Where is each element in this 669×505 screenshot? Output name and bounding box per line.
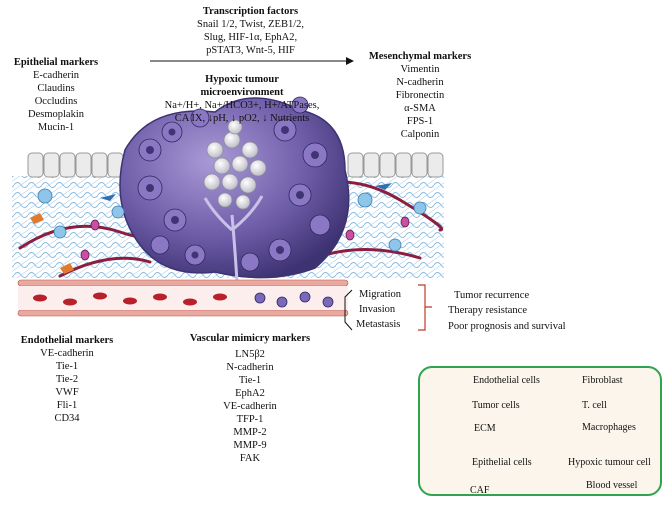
legend-label-hypoxic-tumour-cell: Hypoxic tumour cell xyxy=(568,457,651,468)
transcription-factors-title: Transcription factors xyxy=(202,6,299,17)
processes-left-bracket xyxy=(344,289,353,331)
vascular-mimicry-marker: MMP-9 xyxy=(233,440,267,451)
legend-label-fibroblast: Fibroblast xyxy=(582,375,623,386)
transcription-factors-line: Slug, HIF-1α, EphA2, xyxy=(203,32,298,43)
epithelial-marker: Occludins xyxy=(34,96,78,107)
endothelial-marker: Fli-1 xyxy=(56,400,78,411)
outcomes-bracket xyxy=(418,284,432,331)
legend-label-epithelial-cells: Epithelial cells xyxy=(472,457,532,468)
endothelial-marker: Tie-1 xyxy=(55,361,79,372)
transcription-factors-line: Snail 1/2, Twist, ZEB1/2, xyxy=(197,19,304,30)
hypoxic-title-line2: microenvironment xyxy=(200,87,284,98)
mesenchymal-marker: α-SMA xyxy=(404,103,436,114)
outcome-item: Tumor recurrence xyxy=(454,290,530,301)
endothelial-marker: VE-cadherin xyxy=(40,348,94,359)
hypoxic-microenvironment-block: Hypoxic tumour microenvironment Na+/H+, … xyxy=(142,73,342,125)
process-item: Invasion xyxy=(359,304,396,315)
ecm-cells xyxy=(30,183,427,274)
transcription-factors-line: pSTAT3, Wnt-5, HIF xyxy=(206,45,295,56)
legend-label-ecm: ECM xyxy=(474,423,496,434)
endothelial-marker: CD34 xyxy=(54,413,80,424)
emt-arrow-head xyxy=(346,57,354,65)
mesenchymal-marker: FPS-1 xyxy=(406,116,434,127)
process-item: Metastasis xyxy=(356,319,401,330)
epithelial-marker: E-cadherin xyxy=(32,70,80,81)
endothelial-marker: Tie-2 xyxy=(55,374,79,385)
processes-block: Migration Invasion Metastasis xyxy=(356,288,401,331)
endothelial-marker: VWF xyxy=(55,387,79,398)
mesenchymal-markers-block: Mesenchymal markers Vimentin N-cadherin … xyxy=(362,50,478,141)
vascular-mimicry-markers-title: Vascular mimicry markers xyxy=(189,333,311,344)
process-item: Migration xyxy=(359,289,401,300)
legend-label-blood-vessel: Blood vessel xyxy=(586,480,638,491)
legend-box xyxy=(418,366,662,496)
mesenchymal-marker: Calponin xyxy=(400,129,440,140)
epithelial-marker: Mucin-1 xyxy=(37,122,75,133)
hypoxic-detail-line: CA IX, ↓pH, ↓ pO2, ↓ Nutrients xyxy=(174,113,310,124)
legend-label-macrophages: Macrophages xyxy=(582,422,636,433)
epithelial-marker: Claudins xyxy=(37,83,75,94)
outcome-item: Therapy resistance xyxy=(448,305,528,316)
vascular-mimicry-marker: EphA2 xyxy=(235,388,265,399)
mesenchymal-marker: Fibronectin xyxy=(395,90,445,101)
legend-label-tcell: T. cell xyxy=(582,400,607,411)
hypoxic-title-line1: Hypoxic tumour xyxy=(205,74,279,85)
vascular-mimicry-marker: Tie-1 xyxy=(238,375,262,386)
endothelial-markers-block: Endothelial markers VE-cadherin Tie-1 Ti… xyxy=(12,334,122,425)
endothelial-markers-title: Endothelial markers xyxy=(20,335,114,346)
epithelial-cells-right xyxy=(347,152,444,178)
vascular-mimicry-marker: VE-cadherin xyxy=(223,401,277,412)
epithelial-markers-title: Epithelial markers xyxy=(13,57,99,68)
outcomes-block: Tumor recurrence Therapy resistance Poor… xyxy=(448,289,566,333)
vascular-mimicry-marker: FAK xyxy=(239,453,261,464)
epithelial-marker: Desmoplakin xyxy=(28,109,84,120)
epithelial-cell-row xyxy=(27,152,444,178)
vascular-mimicry-marker: N-cadherin xyxy=(226,362,274,373)
mesenchymal-marker: N-cadherin xyxy=(396,77,444,88)
legend-label-caf: CAF xyxy=(470,485,490,496)
mesenchymal-markers-title: Mesenchymal markers xyxy=(368,51,472,62)
vascular-mimicry-markers-block: Vascular mimicry markers LN5β2 N-cadheri… xyxy=(170,332,330,465)
epithelial-markers-block: Epithelial markers E-cadherin Claudins O… xyxy=(0,56,112,134)
endothelial-vessel xyxy=(17,279,349,317)
hypoxic-core xyxy=(203,119,267,210)
mesenchymal-marker: Vimentin xyxy=(400,64,440,75)
transcription-factors-block: Transcription factors Snail 1/2, Twist, … xyxy=(158,5,343,57)
vascular-mimicry-marker: LN5β2 xyxy=(235,349,265,360)
legend-label-tumor-cells: Tumor cells xyxy=(472,400,520,411)
vascular-mimicry-marker: TFP-1 xyxy=(236,414,264,425)
outcome-item: Poor prognosis and survival xyxy=(448,321,566,332)
hypoxic-detail-line: Na+/H+, Na+/HCO3+, H+/ATPases, xyxy=(164,100,320,111)
vascular-mimicry-marker: MMP-2 xyxy=(233,427,267,438)
epithelial-cells-left xyxy=(27,152,124,178)
legend-label-endothelial-cells: Endothelial cells xyxy=(473,375,540,386)
